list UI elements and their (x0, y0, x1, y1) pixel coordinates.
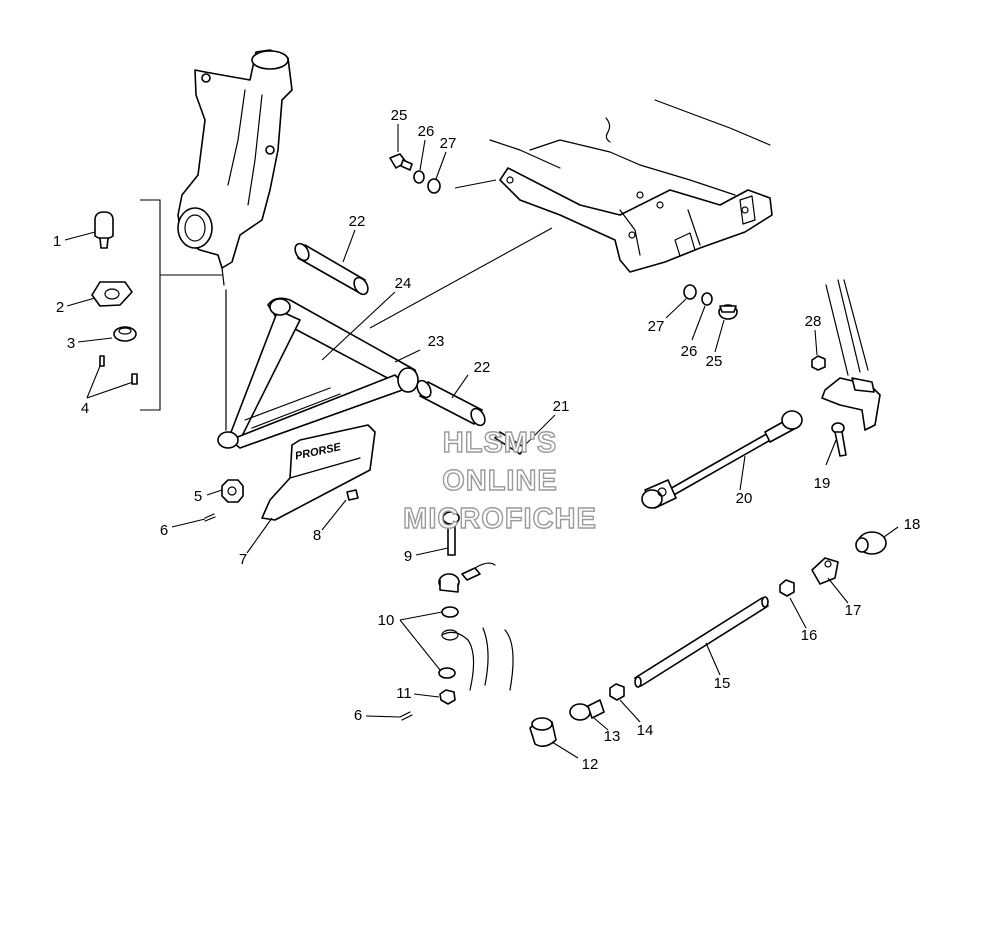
callout-2: 2 (56, 299, 64, 316)
rod-end-17 (811, 557, 839, 585)
steering-post (821, 279, 881, 431)
callout-19: 19 (814, 475, 831, 492)
jam-nut-16 (779, 579, 795, 597)
ball-joint-plate (91, 281, 133, 307)
spindle-spacer (438, 562, 496, 593)
rod-end-13 (569, 699, 605, 721)
callout-17: 17 (845, 602, 862, 619)
callout-25-upper: 25 (391, 107, 408, 124)
watermark-line-3: MICROFICHE (403, 503, 597, 535)
callout-13: 13 (604, 728, 621, 745)
callout-10: 10 (378, 612, 395, 629)
dust-cap (113, 326, 137, 342)
callout-9: 9 (404, 548, 412, 565)
tie-rod-15 (634, 596, 769, 688)
callout-25-lower: 25 (706, 353, 723, 370)
callout-26-lower: 26 (681, 343, 698, 360)
callout-27-upper: 27 (440, 135, 457, 152)
group-bracket (140, 199, 161, 411)
callout-26-upper: 26 (418, 123, 435, 140)
callout-4: 4 (81, 400, 89, 417)
flat-washer-upper (427, 178, 441, 194)
callout-22-upper: 22 (349, 213, 366, 230)
cotter-pin-lower (399, 711, 413, 721)
callout-16: 16 (801, 627, 818, 644)
callout-8: 8 (313, 527, 321, 544)
pivot-bolt (494, 431, 526, 455)
ball-joint (94, 211, 114, 249)
washers (438, 606, 459, 679)
callout-18: 18 (904, 516, 921, 533)
frame-bolt-lower (718, 304, 738, 320)
callout-6-upper: 6 (160, 522, 168, 539)
callout-3: 3 (67, 335, 75, 352)
callout-21: 21 (553, 398, 570, 415)
callout-12: 12 (582, 756, 599, 773)
lock-nut-28 (811, 355, 826, 371)
cotter-pins (99, 355, 138, 385)
callout-23: 23 (428, 333, 445, 350)
tie-rod-bolt (442, 511, 460, 556)
rod-end-12 (529, 717, 557, 748)
guard-screw (346, 489, 359, 501)
lock-nut-11 (439, 689, 456, 705)
frame-section (489, 99, 773, 273)
cotter-pin-upper (204, 513, 216, 522)
callout-labels: 1 2 3 4 5 6 7 8 9 10 11 6 12 13 14 15 16… (53, 107, 921, 773)
frame-bolt-upper (389, 153, 413, 171)
callout-27-lower: 27 (648, 318, 665, 335)
a-arm (217, 289, 419, 449)
pivot-tube-upper (294, 242, 369, 296)
castle-nut (221, 479, 244, 503)
tie-rod-assembly (641, 410, 803, 509)
callout-11: 11 (396, 685, 412, 702)
callout-20: 20 (736, 490, 753, 507)
callout-15: 15 (714, 675, 731, 692)
watermark-line-2: ONLINE (442, 465, 558, 497)
callout-7: 7 (239, 551, 247, 568)
rod-end-18 (855, 531, 887, 555)
steering-knuckle (177, 49, 293, 286)
pivot-tube-lower (416, 379, 486, 427)
callout-14: 14 (637, 722, 654, 739)
flat-washer-lower (683, 284, 697, 300)
lock-washer-lower (701, 292, 713, 306)
a-arm-guard: PRORSE (261, 424, 376, 521)
callout-22-lower: 22 (474, 359, 491, 376)
callout-5: 5 (194, 488, 202, 505)
watermark: HLSM'S ONLINE MICROFICHE (402, 426, 597, 535)
callout-1: 1 (53, 233, 61, 250)
watermark-line-1: HLSM'S (443, 427, 557, 459)
callout-6-lower: 6 (354, 707, 362, 724)
lock-washer-upper (413, 170, 425, 184)
callout-28: 28 (805, 313, 822, 330)
callout-24: 24 (395, 275, 412, 292)
steering-bolt (831, 422, 847, 457)
steering-arm (441, 627, 514, 691)
jam-nut-14 (609, 683, 625, 701)
